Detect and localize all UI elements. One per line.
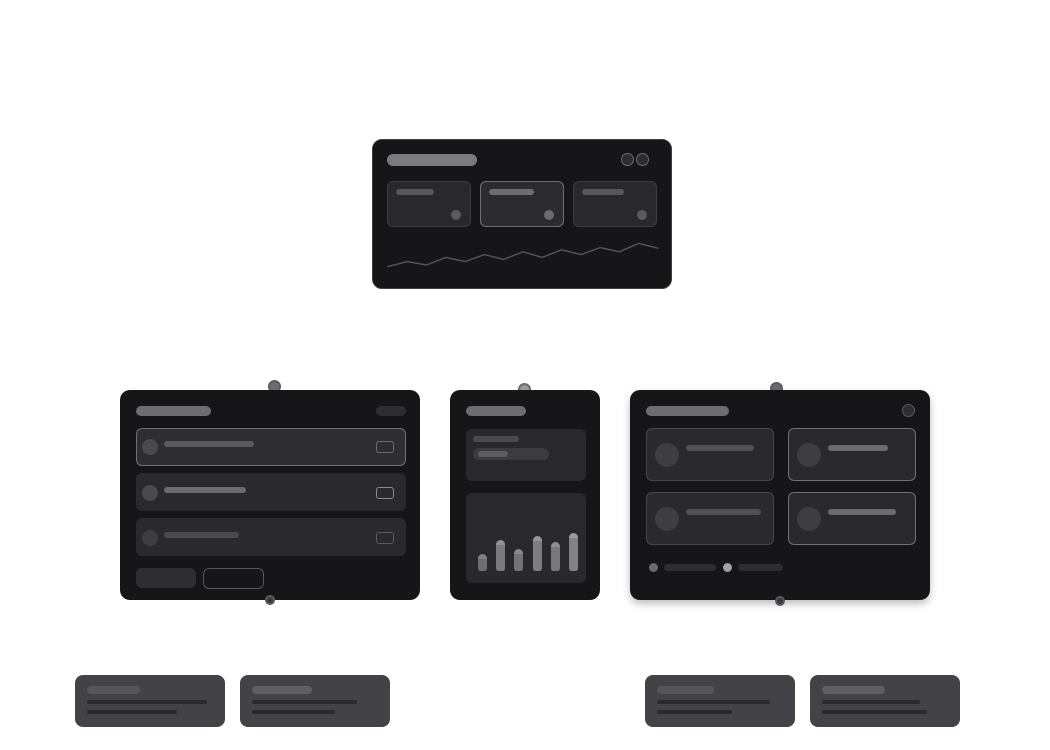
primary-button[interactable] — [136, 568, 196, 588]
chart-bar-cap — [532, 536, 542, 541]
list-item-text-placeholder — [164, 487, 246, 493]
leaf-line-placeholder — [87, 710, 177, 714]
chart-bar-cap — [550, 542, 560, 547]
leaf-line-placeholder — [657, 710, 732, 714]
sparkline-icon — [387, 242, 659, 268]
chart-card — [450, 390, 600, 600]
stat-indicator-icon — [451, 210, 461, 220]
settings-dot-icon[interactable] — [902, 404, 915, 417]
avatar-placeholder-icon — [797, 507, 821, 531]
chart-bar[interactable] — [550, 542, 560, 571]
chart-bar-cap — [569, 533, 578, 538]
checkbox-icon[interactable] — [376, 532, 394, 544]
stat-tile[interactable] — [480, 181, 564, 227]
leaf-card[interactable] — [810, 675, 960, 727]
stat-indicator-icon — [637, 210, 647, 220]
leaf-line-placeholder — [87, 700, 207, 704]
filter-select[interactable] — [473, 448, 549, 460]
status-label-placeholder — [664, 564, 716, 571]
avatar-placeholder-icon — [655, 507, 679, 531]
list-title-placeholder — [136, 406, 211, 416]
dashboard-title-placeholder — [387, 154, 477, 166]
grid-tile[interactable] — [788, 492, 916, 545]
chart-bar[interactable] — [532, 536, 542, 571]
chart-filter-panel — [466, 429, 586, 481]
chart-bar[interactable] — [569, 533, 578, 571]
chart-title-placeholder — [466, 406, 526, 416]
leaf-line-placeholder — [657, 700, 770, 704]
tile-text-placeholder — [686, 445, 754, 451]
leaf-line-placeholder — [822, 710, 927, 714]
leaf-title-placeholder — [657, 686, 714, 694]
tile-text-placeholder — [686, 509, 761, 515]
chart-bar[interactable] — [496, 540, 506, 571]
status-label-placeholder — [738, 564, 783, 571]
leaf-card[interactable] — [240, 675, 390, 727]
list-card — [120, 390, 420, 600]
stat-label-placeholder — [396, 189, 434, 195]
avatar-placeholder-icon — [142, 439, 158, 455]
leaf-line-placeholder — [252, 710, 335, 714]
filter-value-placeholder — [478, 451, 508, 457]
leaf-title-placeholder — [252, 686, 312, 694]
leaf-card[interactable] — [645, 675, 795, 727]
avatar-placeholder-icon — [142, 485, 158, 501]
grid-tile[interactable] — [788, 428, 916, 481]
stat-label-placeholder — [489, 189, 534, 195]
avatar-placeholder-icon — [655, 443, 679, 467]
list-item-text-placeholder — [164, 441, 254, 447]
stat-tile[interactable] — [573, 181, 657, 227]
list-item[interactable] — [136, 473, 406, 511]
leaf-title-placeholder — [822, 686, 885, 694]
grid-tile[interactable] — [646, 492, 774, 545]
checkbox-icon[interactable] — [376, 487, 394, 499]
chart-bar-cap — [496, 540, 506, 545]
dashboard-card — [372, 139, 672, 289]
status-dot-icon — [723, 563, 732, 572]
list-item[interactable] — [136, 518, 406, 556]
bar-chart-panel — [466, 493, 586, 583]
leaf-title-placeholder — [87, 686, 140, 694]
chart-bar[interactable] — [478, 554, 487, 571]
leaf-line-placeholder — [822, 700, 920, 704]
avatar-placeholder-icon — [142, 530, 158, 546]
tile-text-placeholder — [828, 509, 896, 515]
list-item-text-placeholder — [164, 532, 239, 538]
status-dot-icon — [649, 563, 658, 572]
chart-bar-cap — [478, 554, 487, 559]
checkbox-icon[interactable] — [376, 441, 394, 453]
chart-bar-cap — [514, 549, 524, 554]
grid-tile[interactable] — [646, 428, 774, 481]
list-action-placeholder[interactable] — [376, 406, 406, 416]
list-item[interactable] — [136, 428, 406, 466]
window-control-icon[interactable] — [621, 153, 634, 166]
filter-label-placeholder — [473, 436, 519, 442]
avatar-placeholder-icon — [797, 443, 821, 467]
stat-label-placeholder — [582, 189, 624, 195]
grid-title-placeholder — [646, 406, 729, 416]
leaf-line-placeholder — [252, 700, 357, 704]
bar-chart-plot — [478, 523, 578, 571]
secondary-button[interactable] — [203, 568, 264, 589]
connector-node-icon[interactable] — [265, 595, 275, 605]
chart-bar[interactable] — [514, 549, 524, 571]
leaf-card[interactable] — [75, 675, 225, 727]
connector-node-icon[interactable] — [775, 596, 785, 606]
window-control-icon[interactable] — [636, 153, 649, 166]
stat-indicator-icon — [544, 210, 554, 220]
tile-text-placeholder — [828, 445, 888, 451]
grid-card — [630, 390, 930, 600]
stat-tile[interactable] — [387, 181, 471, 227]
